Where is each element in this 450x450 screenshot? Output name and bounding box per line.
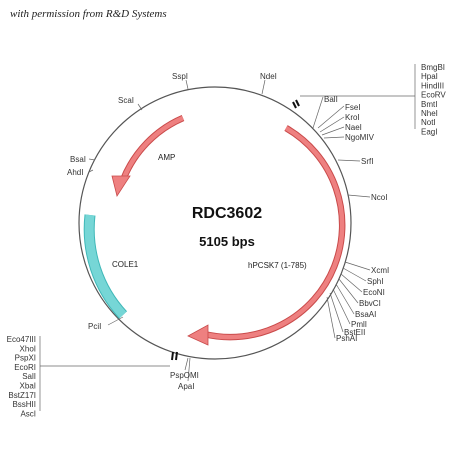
site-pspOMI: PspOMI <box>170 371 199 380</box>
site-leader-lines <box>39 64 416 411</box>
mcs-top-site-bmgbi: BmgBI <box>421 63 445 72</box>
credit-text: with permission from R&D Systems <box>10 8 167 20</box>
mcs-bottom-site-xbai: XbaI <box>20 382 36 391</box>
mcs-marker-top <box>292 99 300 109</box>
amp-feature-fill <box>120 115 184 181</box>
site-pmlI: PmlI <box>351 320 367 329</box>
site-srfI: SrfI <box>361 157 373 166</box>
mcs-top-site-noti: NotI <box>421 118 436 127</box>
site-scaI: ScaI <box>118 96 134 105</box>
mcs-bottom-site-asci: AscI <box>20 409 36 418</box>
site-naeI: NaeI <box>345 123 362 132</box>
amp-label: AMP <box>158 153 175 162</box>
mcs-bottom-site-bsshii: BssHII <box>12 400 36 409</box>
cole1-label: COLE1 <box>112 260 139 269</box>
amp-arrowhead <box>111 175 131 197</box>
mcs-top-site-eagi: EagI <box>421 127 437 136</box>
site-xcmI: XcmI <box>371 266 389 275</box>
mcs-bottom-site-ecori: EcoRI <box>14 363 36 372</box>
plasmid-size: 5105 bps <box>199 234 255 249</box>
site-ndeI: NdeI <box>260 72 277 81</box>
site-sphI: SphI <box>367 277 383 286</box>
mcs-bottom-site-xhoi: XhoI <box>20 344 36 353</box>
site-ecoNI: EcoNI <box>363 288 385 297</box>
site-bsaI: BsaI <box>70 155 86 164</box>
insert-feature-fill <box>203 126 345 340</box>
site-bbvCI: BbvCI <box>359 299 381 308</box>
site-pshAI: PshAI <box>336 334 357 343</box>
site-kroI: KroI <box>345 113 360 122</box>
site-ncoI: NcoI <box>371 193 387 202</box>
mcs-bottom-site-eco47iii: Eco47III <box>7 335 36 344</box>
mcs-top-site-hindiii: HindIII <box>421 81 444 90</box>
site-balI: BalI <box>324 95 338 104</box>
plasmid-backbone <box>78 86 352 360</box>
insert-label: hPCSK7 (1-785) <box>248 261 307 270</box>
mcs-top-site-hpai: HpaI <box>421 72 438 81</box>
mcs-bottom-site-sali: SalI <box>22 372 36 381</box>
plasmid-name: RDC3602 <box>192 205 262 222</box>
site-bstEII: BstEII <box>344 328 365 337</box>
mcs-top-site-nhei: NheI <box>421 109 438 118</box>
mcs-bottom-site-pspxi: PspXI <box>15 354 36 363</box>
mcs-bottom-site-bstz17i: BstZ17I <box>8 391 36 400</box>
amp-feature <box>119 115 185 182</box>
site-bsaAI: BsaAI <box>355 310 376 319</box>
site-pciI: PciI <box>88 322 101 331</box>
site-ngoMIV: NgoMIV <box>345 133 375 142</box>
site-ahdI: AhdI <box>67 168 83 177</box>
site-apaI: ApaI <box>178 382 194 391</box>
cole1-feature-fill <box>84 214 127 319</box>
insert-arrowhead <box>187 324 209 346</box>
site-sspI: SspI <box>172 72 188 81</box>
mcs-marker-bottom <box>171 351 178 361</box>
site-fseI: FseI <box>345 103 361 112</box>
mcs-top-site-ecorv: EcoRV <box>421 91 446 100</box>
mcs-top-site-bmti: BmtI <box>421 100 437 109</box>
mcs-bottom-list: Eco47IIIXhoIPspXIEcoRISalIXbaIBstZ17IBss… <box>7 335 36 418</box>
